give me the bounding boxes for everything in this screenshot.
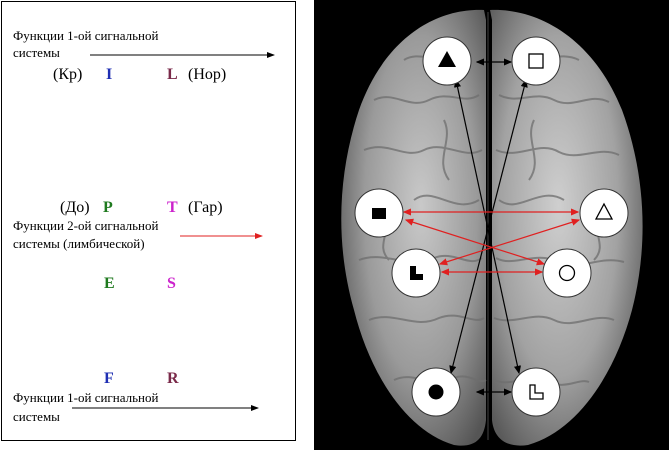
outline-circle-icon	[558, 264, 576, 282]
block3-title-line1: Функции 1-ой сигнальной	[13, 390, 159, 405]
block2-title-line2: системы (лимбической)	[13, 236, 145, 251]
letter-s: S	[167, 275, 176, 292]
filled-l-shape-icon	[410, 266, 423, 280]
symbol-circle-outline	[542, 248, 592, 298]
block2-title-line1: Функции 2-ой сигнальной	[13, 218, 159, 233]
symbol-circle-filled	[411, 367, 461, 417]
letter-f: F	[104, 370, 114, 387]
outline-triangle-icon	[594, 202, 614, 220]
outline-square-icon	[528, 53, 544, 69]
block1-title-line2: системы	[13, 45, 60, 60]
letter-l: L	[167, 66, 178, 83]
letter-p: P	[103, 199, 113, 216]
letter-t: T	[167, 199, 178, 216]
filled-circle-icon	[428, 384, 444, 400]
filled-rect-icon	[372, 208, 386, 219]
outline-l-shape-icon	[529, 384, 544, 400]
symbol-rect-filled	[354, 188, 404, 238]
block1-title-line1: Функции 1-ой сигнальной	[13, 28, 159, 43]
brain-illustration	[341, 9, 643, 446]
block2-right-label: (Гар)	[188, 199, 223, 216]
block1-right-label: (Нор)	[188, 66, 227, 83]
functions-panel: Функции 1-ой сигнальной системы (Кр) I L…	[1, 1, 296, 441]
symbol-triangle-outline	[579, 188, 629, 238]
symbol-square-outline	[511, 36, 561, 86]
filled-triangle-icon	[438, 51, 456, 67]
symbol-l-shape-outline	[511, 367, 561, 417]
red-connections	[402, 208, 581, 276]
letter-i: I	[106, 66, 113, 83]
symbol-triangle-filled	[422, 36, 472, 86]
block1-left-label: (Кр)	[53, 66, 83, 83]
symbol-l-shape-filled	[391, 248, 441, 298]
block2-left-label: (До)	[60, 199, 90, 216]
letter-e: E	[104, 275, 115, 292]
brain-image-panel	[314, 0, 669, 450]
block3-title-line2: системы	[13, 409, 60, 424]
letter-r: R	[167, 370, 179, 387]
